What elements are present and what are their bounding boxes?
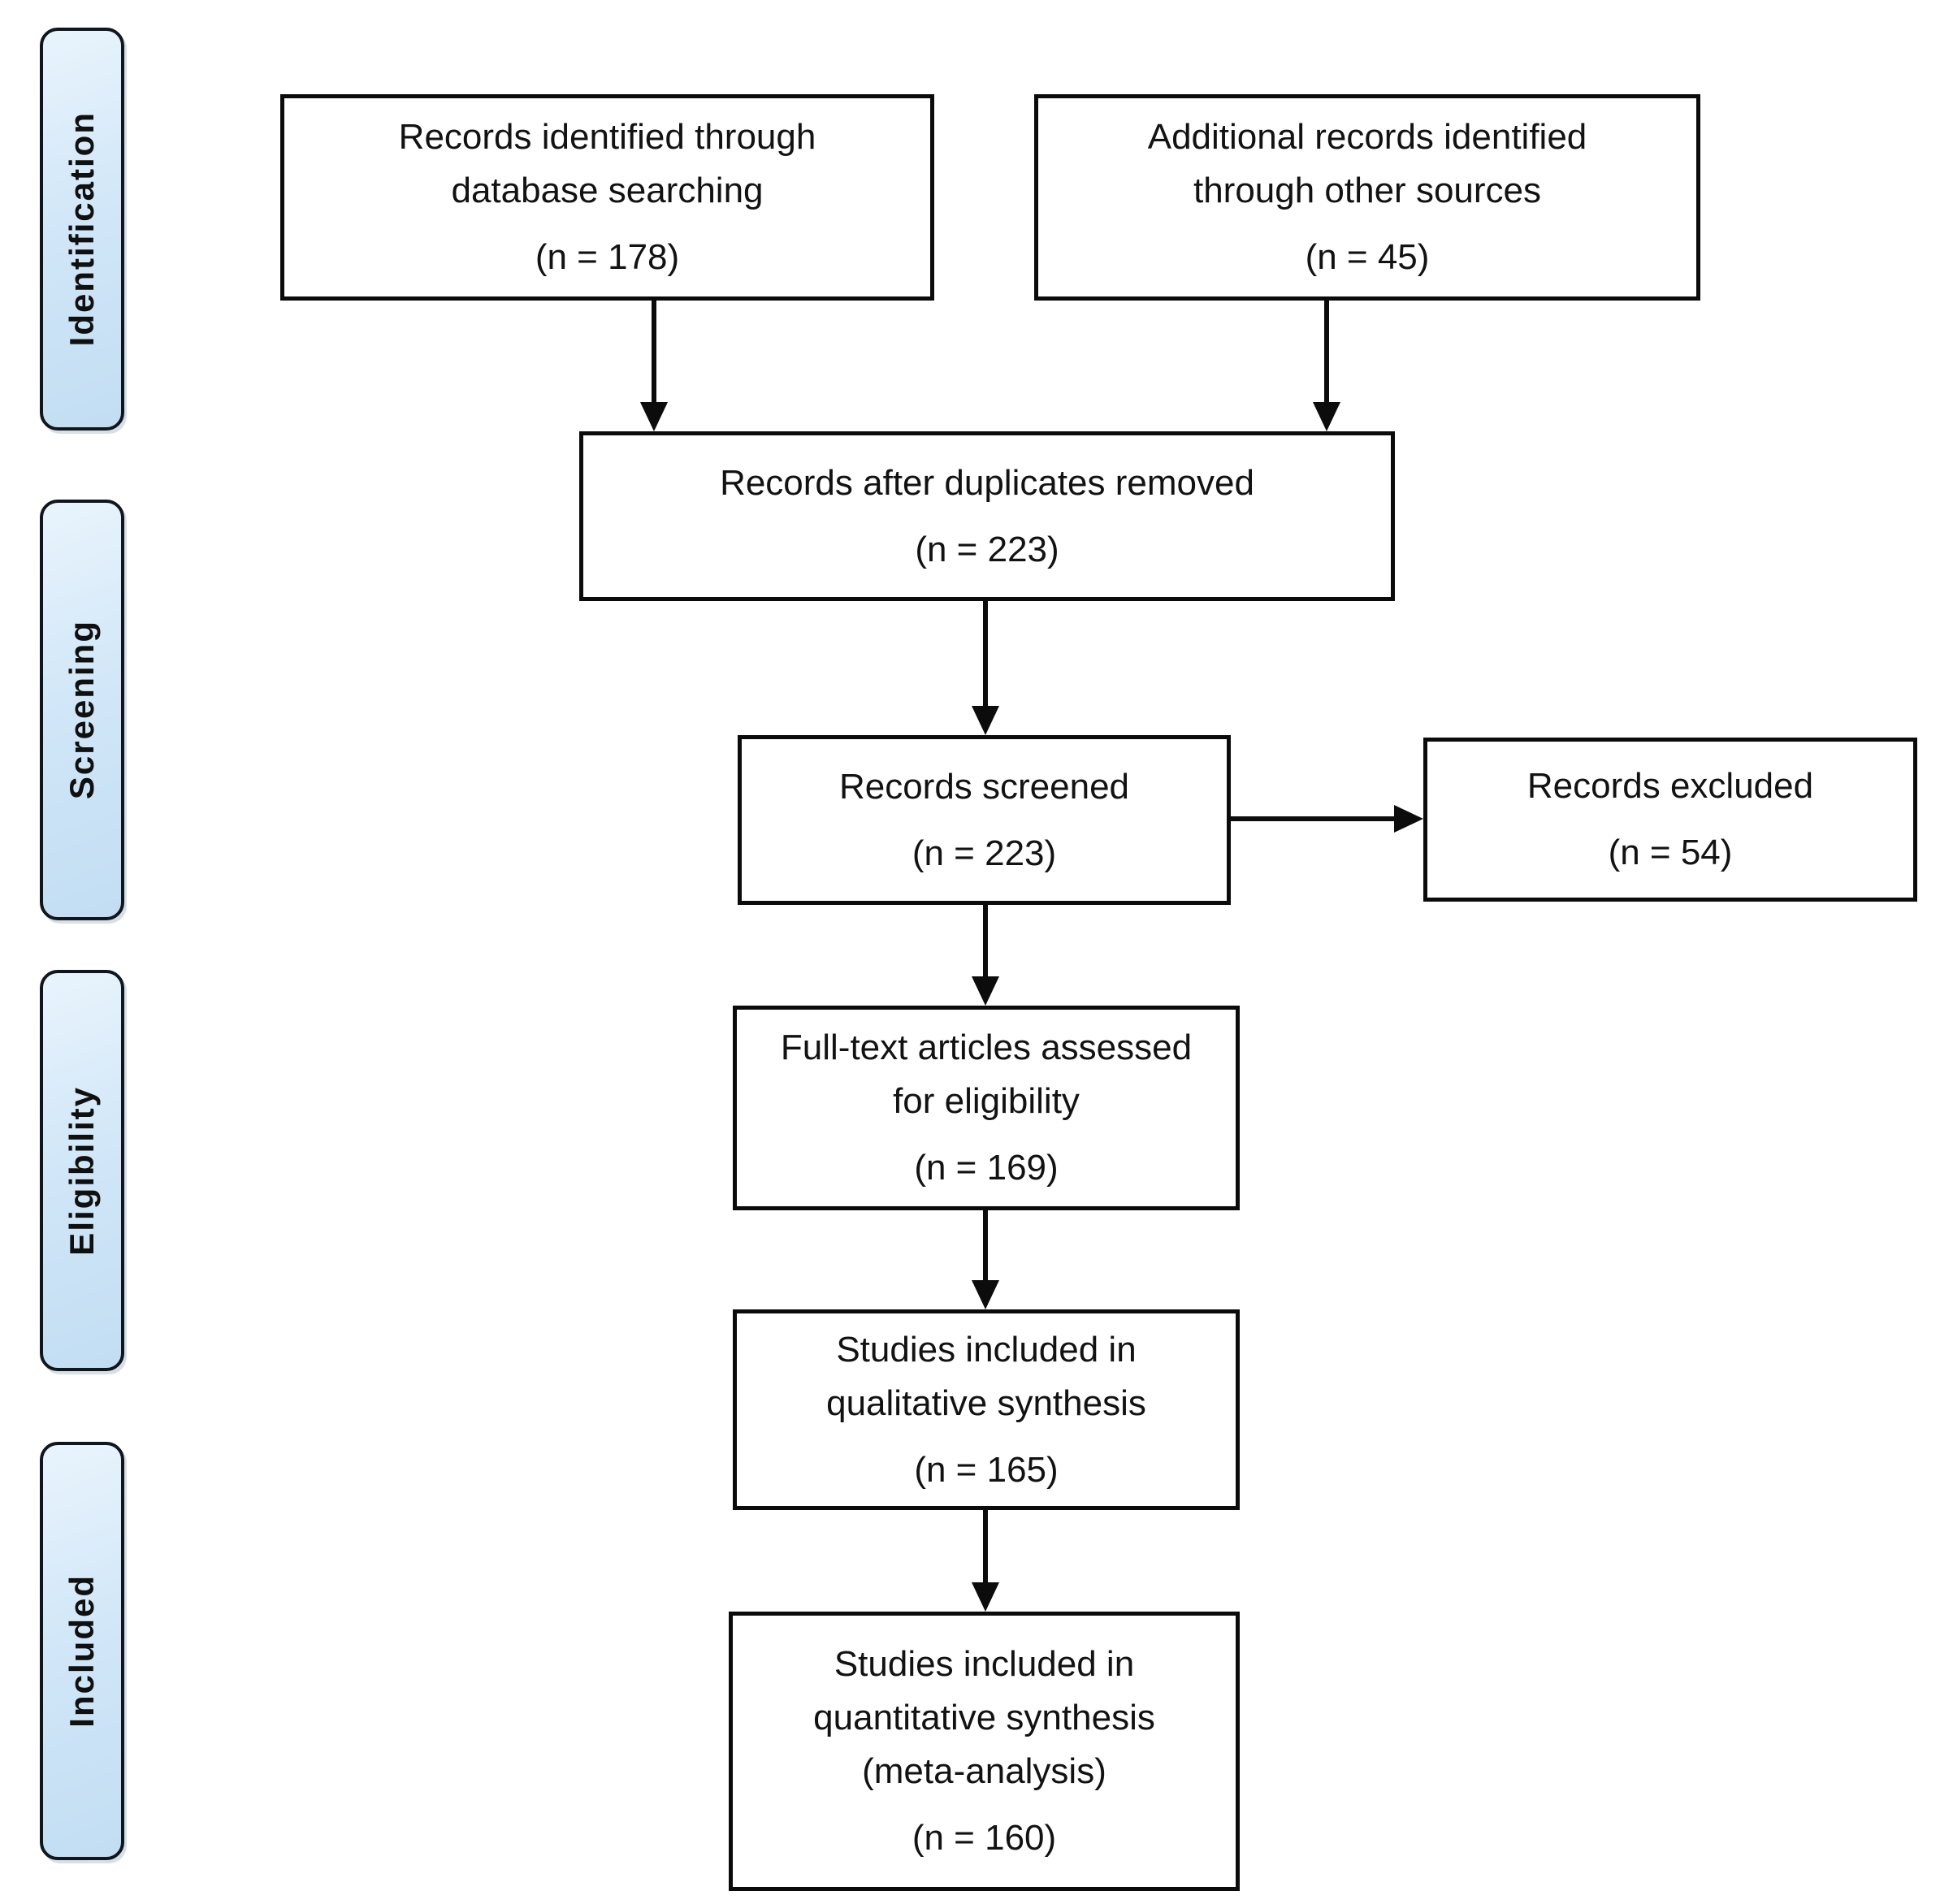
arrow-fulltext-to-qualitative xyxy=(983,1210,988,1282)
box-text-line: Records excluded xyxy=(1526,766,1814,806)
box-quantitative-synthesis: Studies included in quantitative synthes… xyxy=(729,1612,1240,1891)
box-count: (n = 223) xyxy=(912,833,1057,873)
stage-identification: Identification xyxy=(40,28,124,431)
box-records-screened: Records screened (n = 223) xyxy=(738,735,1231,905)
arrow-identified-to-duplicates xyxy=(652,301,656,404)
box-count: (n = 169) xyxy=(914,1148,1059,1188)
arrow-screened-to-excluded xyxy=(1231,816,1396,821)
box-count: (n = 45) xyxy=(1305,237,1430,277)
stage-included: Included xyxy=(40,1442,124,1860)
box-text-line: for eligibility xyxy=(893,1081,1080,1121)
arrow-additional-to-duplicates xyxy=(1324,301,1329,404)
box-text-line: Records identified through xyxy=(398,117,816,157)
arrow-qualitative-to-quantitative xyxy=(983,1510,988,1584)
arrow-duplicates-to-screened xyxy=(983,601,988,708)
box-records-identified: Records identified through database sear… xyxy=(280,94,934,301)
box-text-line: through other sources xyxy=(1193,171,1542,210)
box-additional-records: Additional records identified through ot… xyxy=(1034,94,1700,301)
box-count: (n = 160) xyxy=(912,1818,1057,1858)
box-text-line: Full-text articles assessed xyxy=(780,1028,1193,1067)
box-count: (n = 54) xyxy=(1608,833,1733,872)
box-text-line: Records after duplicates removed xyxy=(720,462,1254,503)
stage-screening-label: Screening xyxy=(63,620,101,800)
stage-identification-label: Identification xyxy=(63,111,101,347)
box-count: (n = 178) xyxy=(535,237,680,277)
stage-eligibility: Eligibility xyxy=(40,970,124,1371)
box-count: (n = 165) xyxy=(914,1449,1059,1490)
box-text-line: Studies included in xyxy=(836,1329,1137,1370)
box-fulltext-assessed: Full-text articles assessed for eligibil… xyxy=(733,1006,1240,1210)
stage-eligibility-label: Eligibility xyxy=(63,1085,101,1256)
box-text-line: quantitative synthesis xyxy=(813,1698,1155,1737)
box-qualitative-synthesis: Studies included in qualitative synthesi… xyxy=(733,1309,1240,1510)
stage-screening: Screening xyxy=(40,500,124,920)
box-text-line: (meta-analysis) xyxy=(862,1751,1106,1791)
arrow-screened-to-fulltext xyxy=(983,905,988,978)
box-count: (n = 223) xyxy=(915,529,1059,569)
box-text-line: Studies included in xyxy=(834,1644,1135,1684)
stage-included-label: Included xyxy=(63,1574,101,1728)
box-records-excluded: Records excluded (n = 54) xyxy=(1423,738,1917,902)
box-text-line: Additional records identified xyxy=(1147,117,1587,157)
box-duplicates-removed: Records after duplicates removed (n = 22… xyxy=(579,431,1395,601)
box-text-line: qualitative synthesis xyxy=(826,1383,1146,1423)
box-text-line: database searching xyxy=(451,171,764,210)
box-text-line: Records screened xyxy=(838,766,1130,807)
